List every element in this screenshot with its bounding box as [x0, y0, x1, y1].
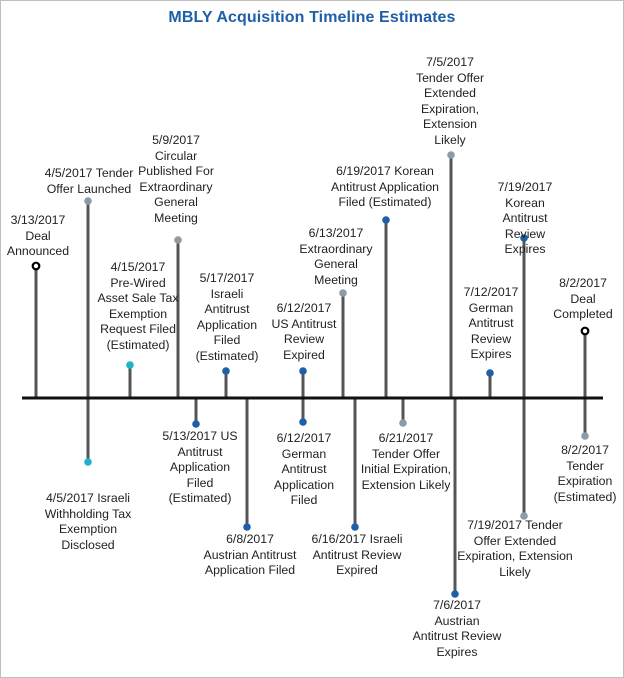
event-marker [243, 523, 251, 531]
event-marker [580, 326, 590, 336]
event-label: 6/8/2017 Austrian Antitrust Application … [203, 532, 297, 577]
event-label: 6/21/2017 Tender Offer Initial Expiratio… [360, 431, 452, 492]
event-marker [399, 419, 407, 427]
event-label: 6/12/2017 US Antitrust Review Expired [271, 301, 337, 362]
event-marker [174, 236, 182, 244]
event-label: 7/12/2017 German Antitrust Review Expire… [463, 285, 519, 361]
event-marker [382, 216, 390, 224]
event-label: 4/5/2017 Tender Offer Launched [44, 166, 134, 196]
event-marker [31, 261, 41, 271]
event-marker [447, 151, 455, 159]
event-marker [299, 367, 307, 375]
event-marker [126, 361, 134, 369]
event-label: 5/17/2017 Israeli Antitrust Application … [195, 271, 259, 363]
event-marker [299, 418, 307, 426]
event-marker [520, 512, 528, 520]
event-label: 8/2/2017 Deal Completed [553, 276, 613, 321]
chart-title: MBLY Acquisition Timeline Estimates [168, 9, 456, 26]
event-label: 6/12/2017 German Antitrust Application F… [273, 431, 335, 507]
event-marker [222, 367, 230, 375]
event-label: 5/13/2017 US Antitrust Application Filed… [162, 429, 238, 505]
event-label: 6/16/2017 Israeli Antitrust Review Expir… [311, 532, 403, 577]
event-label: 4/5/2017 Israeli Withholding Tax Exempti… [44, 491, 132, 552]
event-label: 7/5/2017 Tender Offer Extended Expiratio… [415, 55, 485, 147]
event-label: 8/2/2017 Tender Expiration (Estimated) [553, 443, 617, 504]
event-marker [84, 197, 92, 205]
event-label: 7/19/2017 Korean Antitrust Review Expire… [497, 180, 553, 256]
event-marker [581, 432, 589, 440]
event-marker [339, 289, 347, 297]
event-label: 7/19/2017 Tender Offer Extended Expirati… [457, 518, 573, 579]
event-label: 3/13/2017 Deal Announced [6, 213, 70, 258]
event-label: 6/13/2017 Extraordinary General Meeting [299, 226, 373, 287]
event-marker [192, 420, 200, 428]
event-marker [520, 234, 528, 242]
event-marker [84, 458, 92, 466]
event-label: 5/9/2017 Circular Published For Extraord… [138, 133, 214, 225]
event-marker [486, 369, 494, 377]
event-label: 4/15/2017 Pre-Wired Asset Sale Tax Exemp… [97, 260, 179, 352]
event-marker [351, 523, 359, 531]
event-label: 7/6/2017 Austrian Antitrust Review Expir… [412, 598, 502, 659]
event-label: 6/19/2017 Korean Antitrust Application F… [331, 164, 439, 209]
event-marker [451, 590, 459, 598]
